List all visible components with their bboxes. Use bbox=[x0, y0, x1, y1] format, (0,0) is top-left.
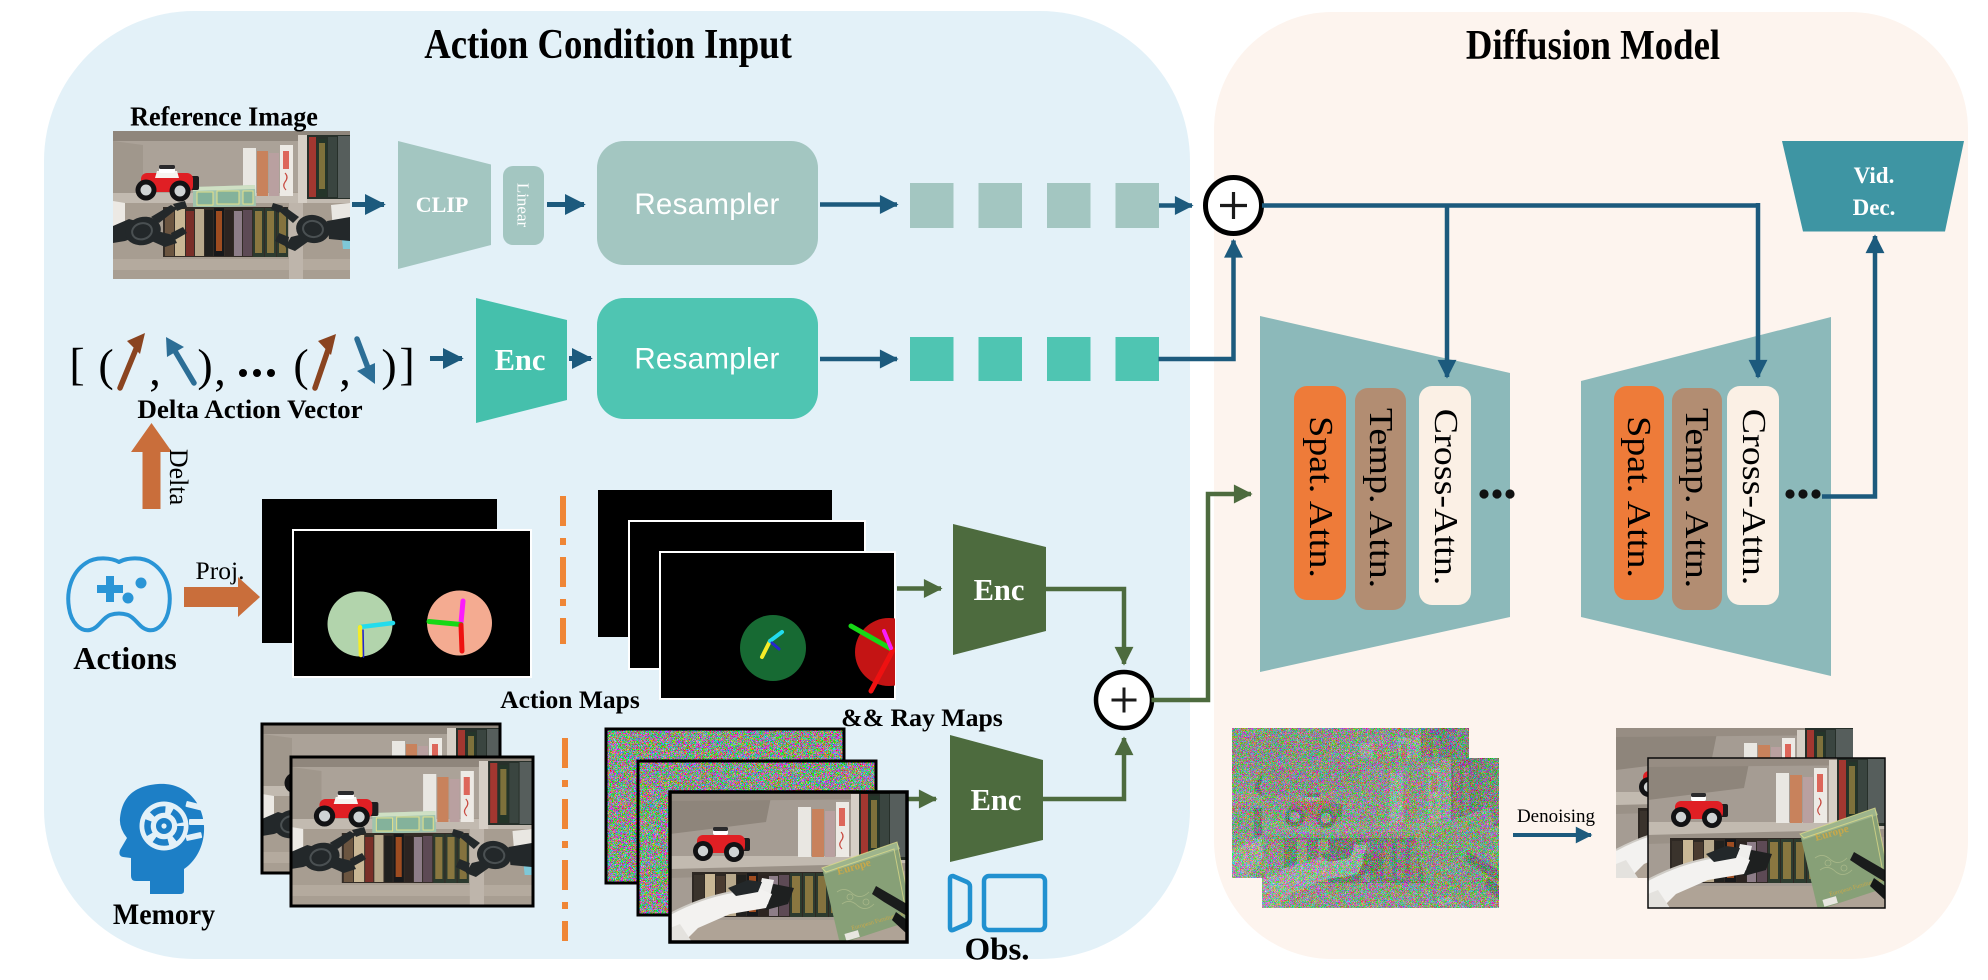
svg-text:Enc: Enc bbox=[971, 783, 1022, 817]
svg-text:Enc: Enc bbox=[974, 573, 1025, 607]
svg-text:Resampler: Resampler bbox=[634, 343, 779, 376]
svg-text:Enc: Enc bbox=[495, 343, 546, 377]
svg-text:CLIP: CLIP bbox=[416, 192, 469, 217]
svg-text:Resampler: Resampler bbox=[634, 188, 779, 221]
svg-text:Linear: Linear bbox=[514, 183, 533, 228]
